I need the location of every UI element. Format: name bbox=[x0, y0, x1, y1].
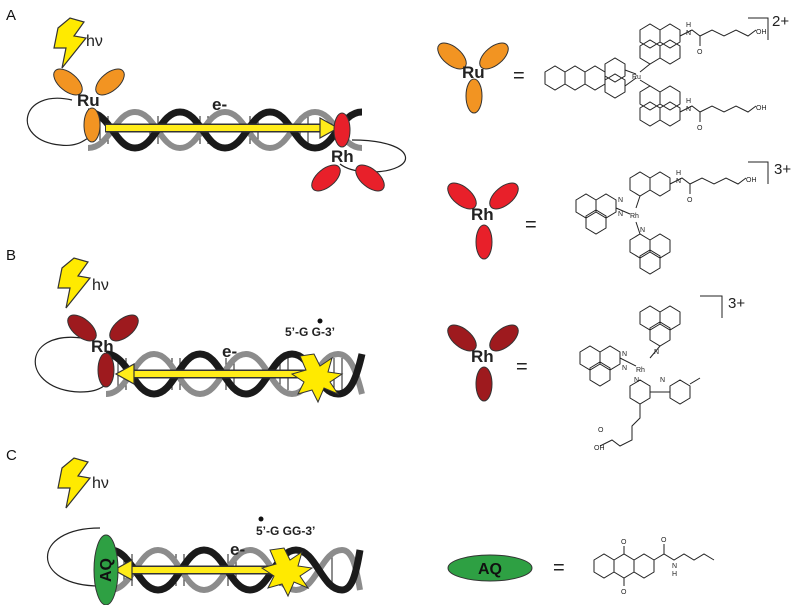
aq-symbol: AQ bbox=[447, 554, 533, 582]
electron-label-b: e- bbox=[222, 342, 237, 361]
svg-text:O: O bbox=[621, 589, 627, 596]
lightning-bolt-icon bbox=[57, 457, 92, 509]
rh-complex-a: Rh bbox=[311, 112, 385, 192]
panel-a: A hν e- bbox=[6, 7, 407, 192]
sequence-label-c: 5’-G GG-3’ bbox=[256, 524, 315, 538]
legend-ru: Ru = bbox=[437, 13, 789, 132]
aq-marker-c: AQ bbox=[93, 534, 119, 605]
ru-complex-a: Ru bbox=[53, 68, 125, 143]
svg-text:O: O bbox=[661, 537, 667, 544]
charge-label-ru: 2+ bbox=[772, 13, 789, 30]
svg-text:H: H bbox=[676, 170, 681, 177]
tether-loop-b bbox=[34, 336, 105, 393]
rh-dark-symbol: Rh bbox=[447, 324, 519, 402]
ru-complex-atoms: Ru H N O OH H N O OH bbox=[632, 22, 767, 132]
svg-text:H: H bbox=[686, 98, 691, 105]
svg-text:OH: OH bbox=[756, 29, 767, 36]
svg-text:N: N bbox=[634, 377, 639, 384]
hv-label-b: hν bbox=[92, 277, 109, 294]
tether-loop-right bbox=[339, 139, 407, 173]
svg-text:N: N bbox=[660, 377, 665, 384]
svg-text:O: O bbox=[598, 427, 604, 434]
svg-text:OH: OH bbox=[756, 105, 767, 112]
svg-text:Rh: Rh bbox=[471, 205, 494, 224]
svg-text:Rh: Rh bbox=[331, 147, 354, 166]
svg-text:N: N bbox=[618, 211, 623, 218]
electron-label-a: e- bbox=[212, 95, 227, 114]
rh-symbol: Rh bbox=[447, 182, 519, 260]
svg-text:N: N bbox=[676, 178, 681, 185]
lightning-bolt-icon bbox=[53, 17, 88, 69]
charge-bracket bbox=[748, 17, 769, 40]
panel-label-a: A bbox=[6, 7, 16, 24]
starburst-icon bbox=[290, 353, 344, 404]
svg-text:Rh: Rh bbox=[471, 347, 494, 366]
rh-dark-complex-structure bbox=[579, 305, 701, 447]
svg-text:Rh: Rh bbox=[630, 213, 639, 220]
panel-c: C hν e- 5’-G GG-3’ AQ bbox=[6, 447, 364, 605]
ru-symbol: Ru bbox=[437, 42, 509, 114]
equals-sign: = bbox=[553, 557, 565, 579]
starburst-icon bbox=[260, 547, 314, 598]
svg-text:O: O bbox=[687, 197, 693, 204]
svg-text:O: O bbox=[621, 539, 627, 546]
charge-label-rh-dark: 3+ bbox=[728, 295, 745, 312]
panel-b: B hν e- 5’-G G-3’ bbox=[6, 247, 366, 404]
hv-label-c: hν bbox=[92, 475, 109, 492]
svg-text:N: N bbox=[622, 365, 627, 372]
charge-bracket bbox=[748, 161, 769, 184]
svg-text:N: N bbox=[640, 227, 645, 234]
svg-text:OH: OH bbox=[746, 177, 757, 184]
svg-text:AQ: AQ bbox=[98, 558, 115, 582]
svg-text:N: N bbox=[654, 349, 659, 356]
charge-label-rh: 3+ bbox=[774, 161, 791, 178]
radical-dot bbox=[317, 318, 323, 324]
electron-label-c: e- bbox=[230, 540, 245, 559]
svg-text:AQ: AQ bbox=[478, 561, 502, 578]
rh-dark-complex-atoms: Rh N N N N N O OH bbox=[594, 349, 665, 452]
svg-text:Rh: Rh bbox=[91, 337, 114, 356]
svg-text:N: N bbox=[618, 197, 623, 204]
svg-text:O: O bbox=[697, 49, 703, 56]
rh-complex-atoms: Rh N N N H N O OH bbox=[618, 170, 757, 234]
sequence-label-b: 5’-G G-3’ bbox=[285, 325, 335, 339]
svg-text:H: H bbox=[672, 571, 677, 578]
aq-atoms: O O O N H bbox=[621, 537, 677, 596]
svg-text:N: N bbox=[686, 30, 691, 37]
svg-text:N: N bbox=[686, 106, 691, 113]
rh-complex-structure bbox=[575, 171, 747, 275]
lightning-bolt-icon bbox=[57, 257, 92, 309]
svg-text:H: H bbox=[686, 22, 691, 29]
svg-text:Ru: Ru bbox=[462, 63, 485, 82]
equals-sign: = bbox=[513, 65, 525, 87]
svg-text:OH: OH bbox=[594, 445, 605, 452]
svg-text:N: N bbox=[622, 351, 627, 358]
svg-text:Rh: Rh bbox=[636, 367, 645, 374]
svg-text:O: O bbox=[697, 125, 703, 132]
panel-label-c: C bbox=[6, 447, 17, 464]
radical-dot bbox=[258, 516, 264, 522]
aq-structure bbox=[593, 544, 715, 586]
svg-text:Ru: Ru bbox=[77, 91, 100, 110]
legend-aq: AQ = O O O N H bbox=[447, 537, 715, 596]
legend-rh: Rh = Rh N N N H N O OH bbox=[447, 161, 791, 275]
hv-label-a: hν bbox=[86, 33, 103, 50]
ru-complex-structure bbox=[544, 23, 757, 127]
svg-text:N: N bbox=[672, 563, 677, 570]
charge-bracket bbox=[700, 295, 723, 318]
rh-complex-b: Rh bbox=[67, 314, 139, 388]
panel-label-b: B bbox=[6, 247, 16, 264]
svg-text:Ru: Ru bbox=[632, 74, 641, 81]
tether-loop-left bbox=[26, 97, 89, 147]
equals-sign: = bbox=[525, 214, 537, 236]
equals-sign: = bbox=[516, 356, 528, 378]
tether-loop-c bbox=[47, 527, 101, 587]
legend-rh-dark: Rh = Rh N N N N N O OH bbox=[447, 295, 745, 452]
